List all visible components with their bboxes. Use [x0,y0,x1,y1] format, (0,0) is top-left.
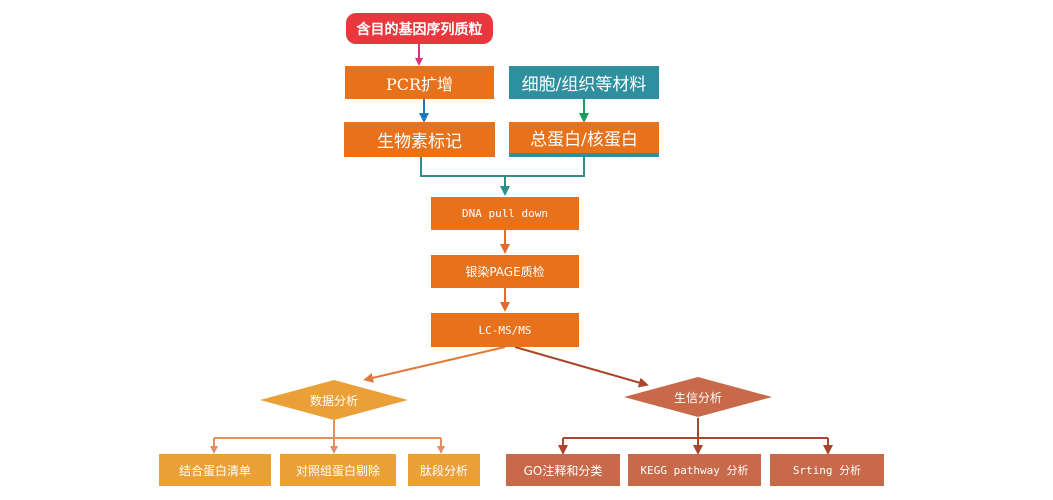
diamond-bio-analysis [624,377,772,417]
node-dna-pull-down: DNA pull down [431,197,579,230]
node-biotin-label: 生物素标记 [344,122,495,157]
node-string-analysis: Srting 分析 [770,454,884,486]
node-binding-protein-list: 结合蛋白清单 [159,454,271,486]
node-silver-stain-page: 银染PAGE质检 [431,255,579,288]
node-lc-ms-ms: LC-MS/MS [431,313,579,347]
label-data-analysis: 数据分析 [309,393,358,408]
merge-bracket [420,157,585,177]
node-kegg-pathway: KEGG pathway 分析 [628,454,761,486]
label-bio-analysis: 生信分析 [673,390,722,405]
node-cells-tissue: 细胞/组织等材料 [509,66,659,99]
arrow-lcms-to-bio-analysis [514,346,649,388]
node-total-protein: 总蛋白/核蛋白 [509,122,659,157]
diamond-data-analysis [260,380,408,420]
node-start-plasmid: 含目的基因序列质粒 [346,13,493,44]
node-peptide-analysis: 肽段分析 [408,454,480,486]
branch-data-analysis [213,420,442,448]
node-control-protein-removal: 对照组蛋白剔除 [280,454,396,486]
arrow-lcms-to-data-analysis [363,346,506,383]
node-pcr: PCR扩增 [345,66,494,99]
branch-bio-analysis [562,418,829,448]
node-go-annotation: GO注释和分类 [506,454,620,486]
